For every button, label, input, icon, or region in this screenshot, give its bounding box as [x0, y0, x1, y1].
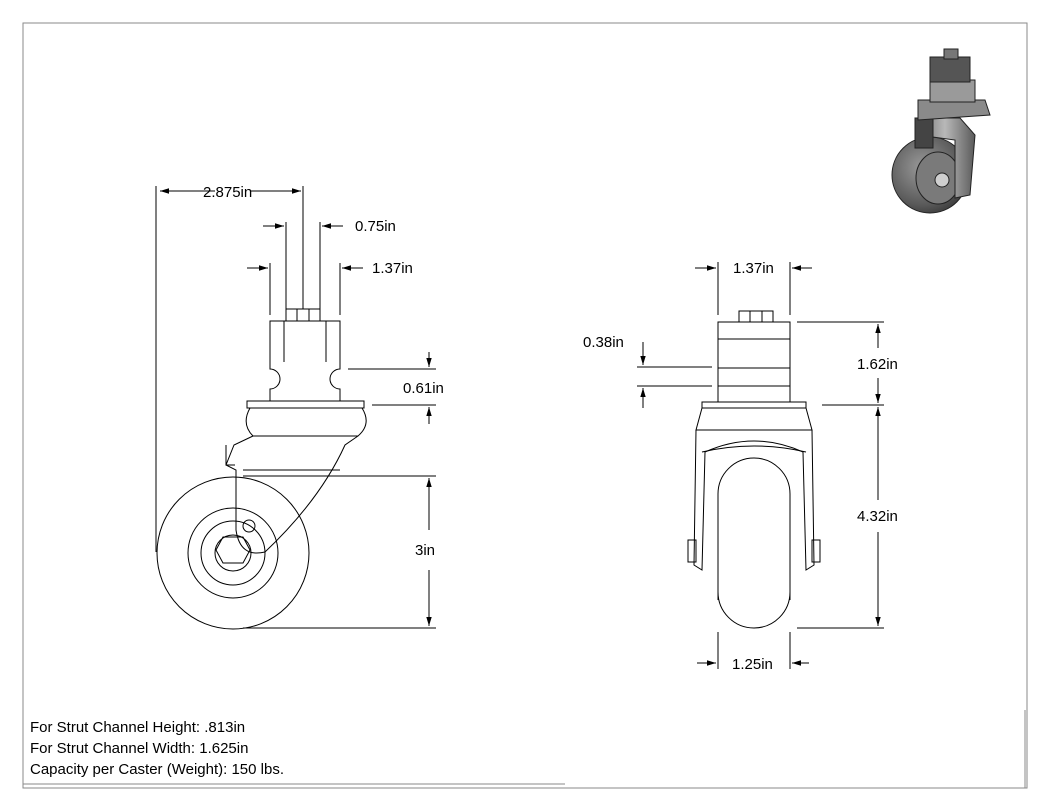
front-stem [717, 321, 791, 403]
side-dimensions [155, 186, 436, 629]
front-hex-nut [738, 310, 774, 323]
note-strut-width: For Strut Channel Width: 1.625in [30, 740, 249, 757]
front-bearing [695, 407, 813, 431]
side-brake-hole [242, 519, 256, 533]
dim-slot-height: 0.61in [403, 380, 444, 397]
dim-wheel-width: 1.25in [732, 656, 773, 673]
side-axle-nut [215, 536, 251, 564]
side-bearing [245, 407, 367, 437]
dim-overall-width: 2.875in [203, 184, 252, 201]
front-view [687, 310, 821, 629]
front-top-plate [701, 401, 807, 409]
dim-wheel-height: 3in [415, 542, 435, 559]
side-fork [225, 435, 359, 554]
dim-stem-height: 1.62in [857, 356, 898, 373]
dim-hex-width: 0.75in [355, 218, 396, 235]
side-hex-nut [285, 308, 321, 322]
front-wheel [717, 457, 791, 629]
side-wheel [156, 476, 310, 630]
dim-side-stem-width: 1.37in [372, 260, 413, 277]
front-axle-left [687, 539, 697, 563]
note-capacity: Capacity per Caster (Weight): 150 lbs. [30, 761, 284, 778]
note-strut-height: For Strut Channel Height: .813in [30, 719, 246, 736]
front-fork [693, 429, 815, 571]
front-axle-right [811, 539, 821, 563]
dim-slot-offset: 0.38in [583, 334, 624, 351]
side-wheel-hub [187, 507, 279, 599]
caster-isometric-icon [891, 48, 991, 214]
sheet-border [22, 22, 1028, 789]
side-view [156, 308, 367, 630]
front-dimensions [637, 262, 884, 669]
side-stem [269, 320, 341, 402]
dim-body-height: 4.32in [857, 508, 898, 525]
side-top-plate [246, 400, 365, 409]
dim-front-stem-width: 1.37in [733, 260, 774, 277]
